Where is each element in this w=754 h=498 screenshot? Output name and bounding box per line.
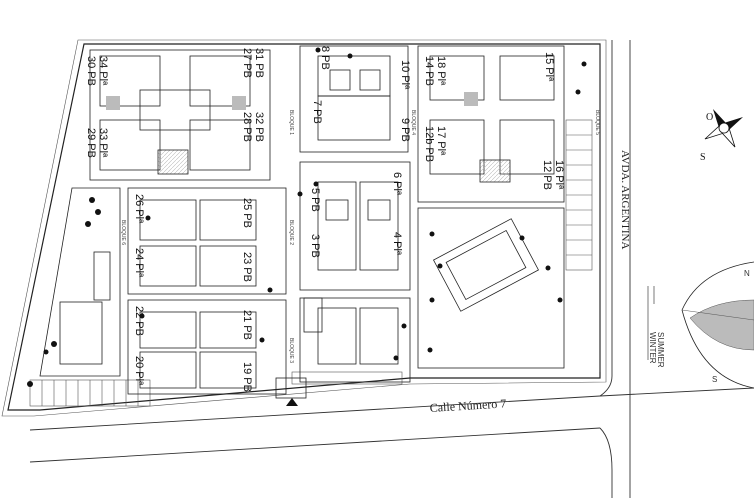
unit-label: 34 Plª — [97, 56, 109, 86]
parking-bays-east — [565, 119, 593, 271]
parking-bays-south — [29, 371, 403, 407]
street-label-avenida: AVDA. ARGENTINA — [619, 150, 631, 249]
block-label-3: BLOQUE 3 — [288, 338, 294, 363]
unit-label: 31 PB — [253, 48, 265, 78]
block-s-center — [299, 297, 411, 383]
pool-area — [417, 207, 565, 369]
compass-south: S — [700, 152, 706, 163]
compass-west: O — [706, 112, 713, 123]
unit-label: 28 PB — [241, 112, 253, 142]
roads — [29, 40, 754, 498]
unit-label: 18 Plª — [435, 56, 447, 86]
unit-label: 20 Plª — [133, 356, 145, 386]
block-ne — [417, 45, 565, 203]
unit-label: 23 PB — [241, 252, 253, 282]
unit-label: 12 PB — [541, 160, 553, 190]
sun-path-summer: SUMMER — [656, 332, 665, 368]
block-label-5: BLOQUE 5 — [594, 110, 600, 135]
unit-label: 19 PB — [241, 362, 253, 392]
gate — [275, 377, 307, 399]
unit-label: 12b PB — [423, 126, 435, 162]
unit-label: 9 PB — [399, 118, 411, 142]
unit-label: 3 PB — [309, 234, 321, 258]
unit-label: 29 PB — [85, 128, 97, 158]
unit-label: 4 Plª — [391, 232, 403, 256]
sun-path-south: S — [712, 375, 717, 384]
sun-path-winter: WINTER — [648, 332, 657, 364]
unit-label: 14 PB — [423, 56, 435, 86]
unit-labels: 31 PB 27 PB 30 PB 34 Plª 32 PB 28 PB 33 … — [85, 46, 565, 392]
block-w-bottom — [127, 299, 287, 395]
unit-label: 21 PB — [241, 310, 253, 340]
block-center — [299, 161, 411, 291]
west-building — [39, 187, 121, 377]
unit-label: 26 Plª — [133, 194, 145, 224]
unit-label: 30 PB — [85, 56, 97, 86]
unit-label: 27 PB — [241, 48, 253, 78]
unit-label: 16 Plª — [553, 160, 565, 190]
unit-label: 17 Plª — [435, 126, 447, 156]
street-label-calle-7: Calle Número 7 — [429, 396, 506, 415]
block-label-1: BLOQUE 1 — [288, 110, 294, 135]
unit-label: 5 PB — [309, 188, 321, 212]
unit-label: 7 PB — [311, 100, 323, 124]
block-label-6: BLOQUE 6 — [120, 220, 126, 245]
unit-label: 22 PB — [133, 306, 145, 336]
compass-rose: O S — [700, 108, 744, 163]
unit-label: 15 Plª — [543, 52, 555, 82]
unit-label: 25 PB — [241, 198, 253, 228]
unit-label: 8 PB — [319, 46, 331, 70]
sun-path-diagram: N S SUMMER WINTER — [647, 261, 754, 389]
unit-label: 32 PB — [253, 112, 265, 142]
trees — [27, 47, 587, 387]
entrance-marker — [286, 398, 298, 406]
unit-label: 33 Plª — [97, 128, 109, 158]
unit-label: 24 Plª — [133, 248, 145, 278]
site-boundary — [1, 39, 607, 417]
block-nw — [89, 49, 271, 181]
unit-label: 6 Plª — [391, 172, 403, 196]
block-label-2: BLOQUE 2 — [288, 220, 294, 245]
block-n-center — [299, 45, 409, 153]
block-label-4: BLOQUE 4 — [410, 110, 416, 135]
block-w-top — [127, 187, 287, 295]
unit-label: 10 Plª — [399, 60, 411, 90]
sun-path-north: N — [744, 269, 750, 278]
